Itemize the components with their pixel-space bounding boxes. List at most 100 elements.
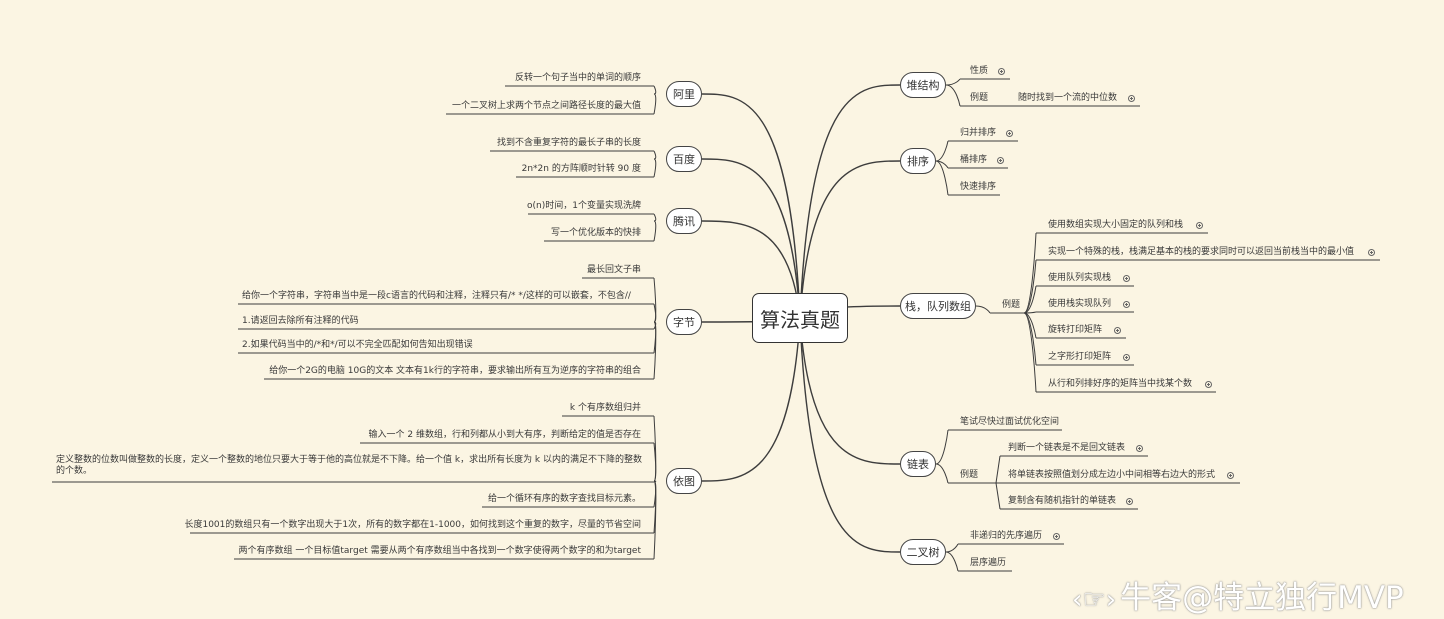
leaf-bytedance-2: 1.请返回去除所有注释的代码 xyxy=(242,316,359,326)
branch-ali[interactable]: 阿里 xyxy=(666,81,702,107)
watermark: ‹☞›牛客@特立独行MVP xyxy=(1072,572,1404,617)
leaf-sort-0: 归并排序 xyxy=(960,128,997,138)
leaf-baidu-0: 找到不含重复字符的最长子串的长度 xyxy=(496,138,641,148)
connector-line-74 xyxy=(995,455,1001,484)
connector-line-16 xyxy=(653,158,657,178)
branch-bytedance[interactable]: 字节 xyxy=(666,309,702,335)
leaf-yitu-4: 长度1001的数组只有一个数字出现大于1次，所有的数字都在1-1000，如何找到… xyxy=(184,520,641,530)
branch-tencent[interactable]: 腾讯 xyxy=(666,208,702,234)
branch-linked-list[interactable]: 链表 xyxy=(900,451,936,477)
connector-line-78 xyxy=(995,482,1001,510)
leaf-stack-1: 实现一个特殊的栈，栈满足基本的栈的要求同时可以返回当前栈当中的最小值 xyxy=(1048,247,1355,257)
connector-line-46 xyxy=(945,84,961,107)
connector-line-8 xyxy=(799,317,901,465)
connector-line-30 xyxy=(653,321,657,380)
connector-line-10 xyxy=(653,85,657,95)
leaf-yitu-3: 给一个循环有序的数字查找目标元素。 xyxy=(487,494,641,504)
expand-plus-icon[interactable] xyxy=(1126,498,1133,505)
leaf-bytedance-1: 给你一个字符串，字符串当中是一段c语言的代码和注释，注释只有/* */这样的可以… xyxy=(242,291,631,301)
connector-line-20 xyxy=(653,220,657,242)
connector-line-1 xyxy=(701,158,801,319)
connector-line-24 xyxy=(653,303,657,323)
connector-line-44 xyxy=(945,78,961,86)
connector-line-52 xyxy=(935,160,949,196)
branch-sort[interactable]: 排序 xyxy=(900,148,936,174)
connector-line-14 xyxy=(653,150,657,160)
connector-line-60 xyxy=(1023,285,1037,314)
expand-plus-icon[interactable] xyxy=(1123,354,1130,361)
sub-stack-queue-example: 例题 xyxy=(1002,300,1021,310)
connector-line-56 xyxy=(1023,232,1037,314)
connector-line-5 xyxy=(799,84,901,319)
leaf-stack-5: 之字形打印矩阵 xyxy=(1048,352,1112,362)
leaf-yitu-1: 输入一个 2 维数组，行和列都从小到大有序，判断给定的值是否存在 xyxy=(368,430,641,440)
leaf-sort-2: 快速排序 xyxy=(960,182,997,192)
leaf-heap-example: 随时找到一个流的中位数 xyxy=(1018,93,1118,103)
root-topic[interactable]: 算法真题 xyxy=(752,293,848,343)
connector-line-80 xyxy=(945,543,959,553)
expand-plus-icon[interactable] xyxy=(1123,301,1130,308)
connector-line-42 xyxy=(653,480,657,560)
leaf-bytedance-3: 2.如果代码当中的/*和*/可以不完全匹配如何告知出现错误 xyxy=(242,340,473,350)
connector-line-70 xyxy=(935,429,949,465)
connector-line-54 xyxy=(975,305,991,314)
connector-line-82 xyxy=(945,551,959,572)
connector-line-58 xyxy=(1023,259,1037,314)
leaf-list-sub-2: 复制含有随机指针的单链表 xyxy=(1008,496,1117,506)
leaf-stack-2: 使用队列实现栈 xyxy=(1048,273,1112,283)
expand-plus-icon[interactable] xyxy=(998,68,1005,75)
branch-stack-queue[interactable]: 栈，队列数组 xyxy=(900,293,976,319)
leaf-heap-0: 性质 xyxy=(970,66,989,76)
expand-plus-icon[interactable] xyxy=(1227,472,1234,479)
connector-line-9 xyxy=(799,317,901,553)
connector-line-66 xyxy=(1023,312,1037,366)
leaf-ali-1: 一个二叉树上求两个节点之间路径长度的最大值 xyxy=(451,101,641,111)
leaf-stack-4: 旋转打印矩阵 xyxy=(1048,325,1103,335)
leaf-yitu-5: 两个有序数组 一个目标值target 需要从两个有序数组当中各找到一个数字使得两… xyxy=(238,546,641,556)
expand-plus-icon[interactable] xyxy=(1368,249,1375,256)
branch-heap[interactable]: 堆结构 xyxy=(900,72,946,98)
expand-plus-icon[interactable] xyxy=(1196,222,1203,229)
leaf-tencent-1: 写一个优化版本的快排 xyxy=(550,228,641,238)
leaf-list-sub-1: 将单链表按照值划分成左边小中间相等右边大的形式 xyxy=(1008,470,1216,480)
connector-line-0 xyxy=(701,93,801,319)
sub-list-example: 例题 xyxy=(960,470,979,480)
leaf-stack-3: 使用栈实现队列 xyxy=(1048,299,1112,309)
connector-line-22 xyxy=(653,277,657,323)
expand-plus-icon[interactable] xyxy=(1053,533,1060,540)
connector-line-2 xyxy=(701,220,801,319)
connector-line-18 xyxy=(653,213,657,222)
leaf-bytedance-0: 最长回文子串 xyxy=(586,265,641,275)
leaf-stack-6: 从行和列排好序的矩阵当中找某个数 xyxy=(1048,379,1193,389)
expand-plus-icon[interactable] xyxy=(997,157,1004,164)
connector-line-72 xyxy=(935,463,949,484)
connector-line-6 xyxy=(799,160,901,319)
connector-line-68 xyxy=(1023,312,1037,393)
leaf-bytedance-4: 给你一个2G的电脑 10G的文本 文本有1k行的字符串，要求输出所有互为逆序的字… xyxy=(269,366,641,376)
connector-line-48 xyxy=(935,140,949,162)
nowcoder-logo-icon: ‹☞› xyxy=(1072,585,1117,615)
leaf-sort-1: 桶排序 xyxy=(960,155,988,165)
leaf-ali-0: 反转一个句子当中的单词的顺序 xyxy=(514,73,641,83)
branch-binary-tree[interactable]: 二叉树 xyxy=(900,539,946,565)
expand-plus-icon[interactable] xyxy=(1136,445,1143,452)
expand-plus-icon[interactable] xyxy=(1114,327,1121,334)
leaf-tencent-0: o(n)时间，1个变量实现洗牌 xyxy=(527,201,641,211)
expand-plus-icon[interactable] xyxy=(1128,95,1135,102)
leaf-list-0: 笔试尽快过面试优化空间 xyxy=(960,417,1060,427)
connector-line-4 xyxy=(701,317,801,482)
leaf-baidu-1: 2n*2n 的方阵顺时针转 90 度 xyxy=(521,164,641,174)
leaf-yitu-2: 定义整数的位数叫做整数的长度，定义一个整数的地位只要大于等于他的高位就是不下降。… xyxy=(56,455,643,476)
watermark-text: 牛客@特立独行MVP xyxy=(1120,580,1404,616)
leaf-yitu-0: k 个有序数组归并 xyxy=(569,403,641,413)
branch-baidu[interactable]: 百度 xyxy=(666,146,702,172)
expand-plus-icon[interactable] xyxy=(1123,275,1130,282)
expand-plus-icon[interactable] xyxy=(1006,130,1013,137)
leaf-stack-0: 使用数组实现大小固定的队列和栈 xyxy=(1048,220,1184,230)
expand-plus-icon[interactable] xyxy=(1205,381,1212,388)
leaf-tree-0: 非递归的先序遍历 xyxy=(970,531,1043,541)
leaf-tree-1: 层序遍历 xyxy=(970,558,1007,568)
branch-yitu[interactable]: 依图 xyxy=(666,468,702,494)
connector-line-12 xyxy=(653,93,657,115)
